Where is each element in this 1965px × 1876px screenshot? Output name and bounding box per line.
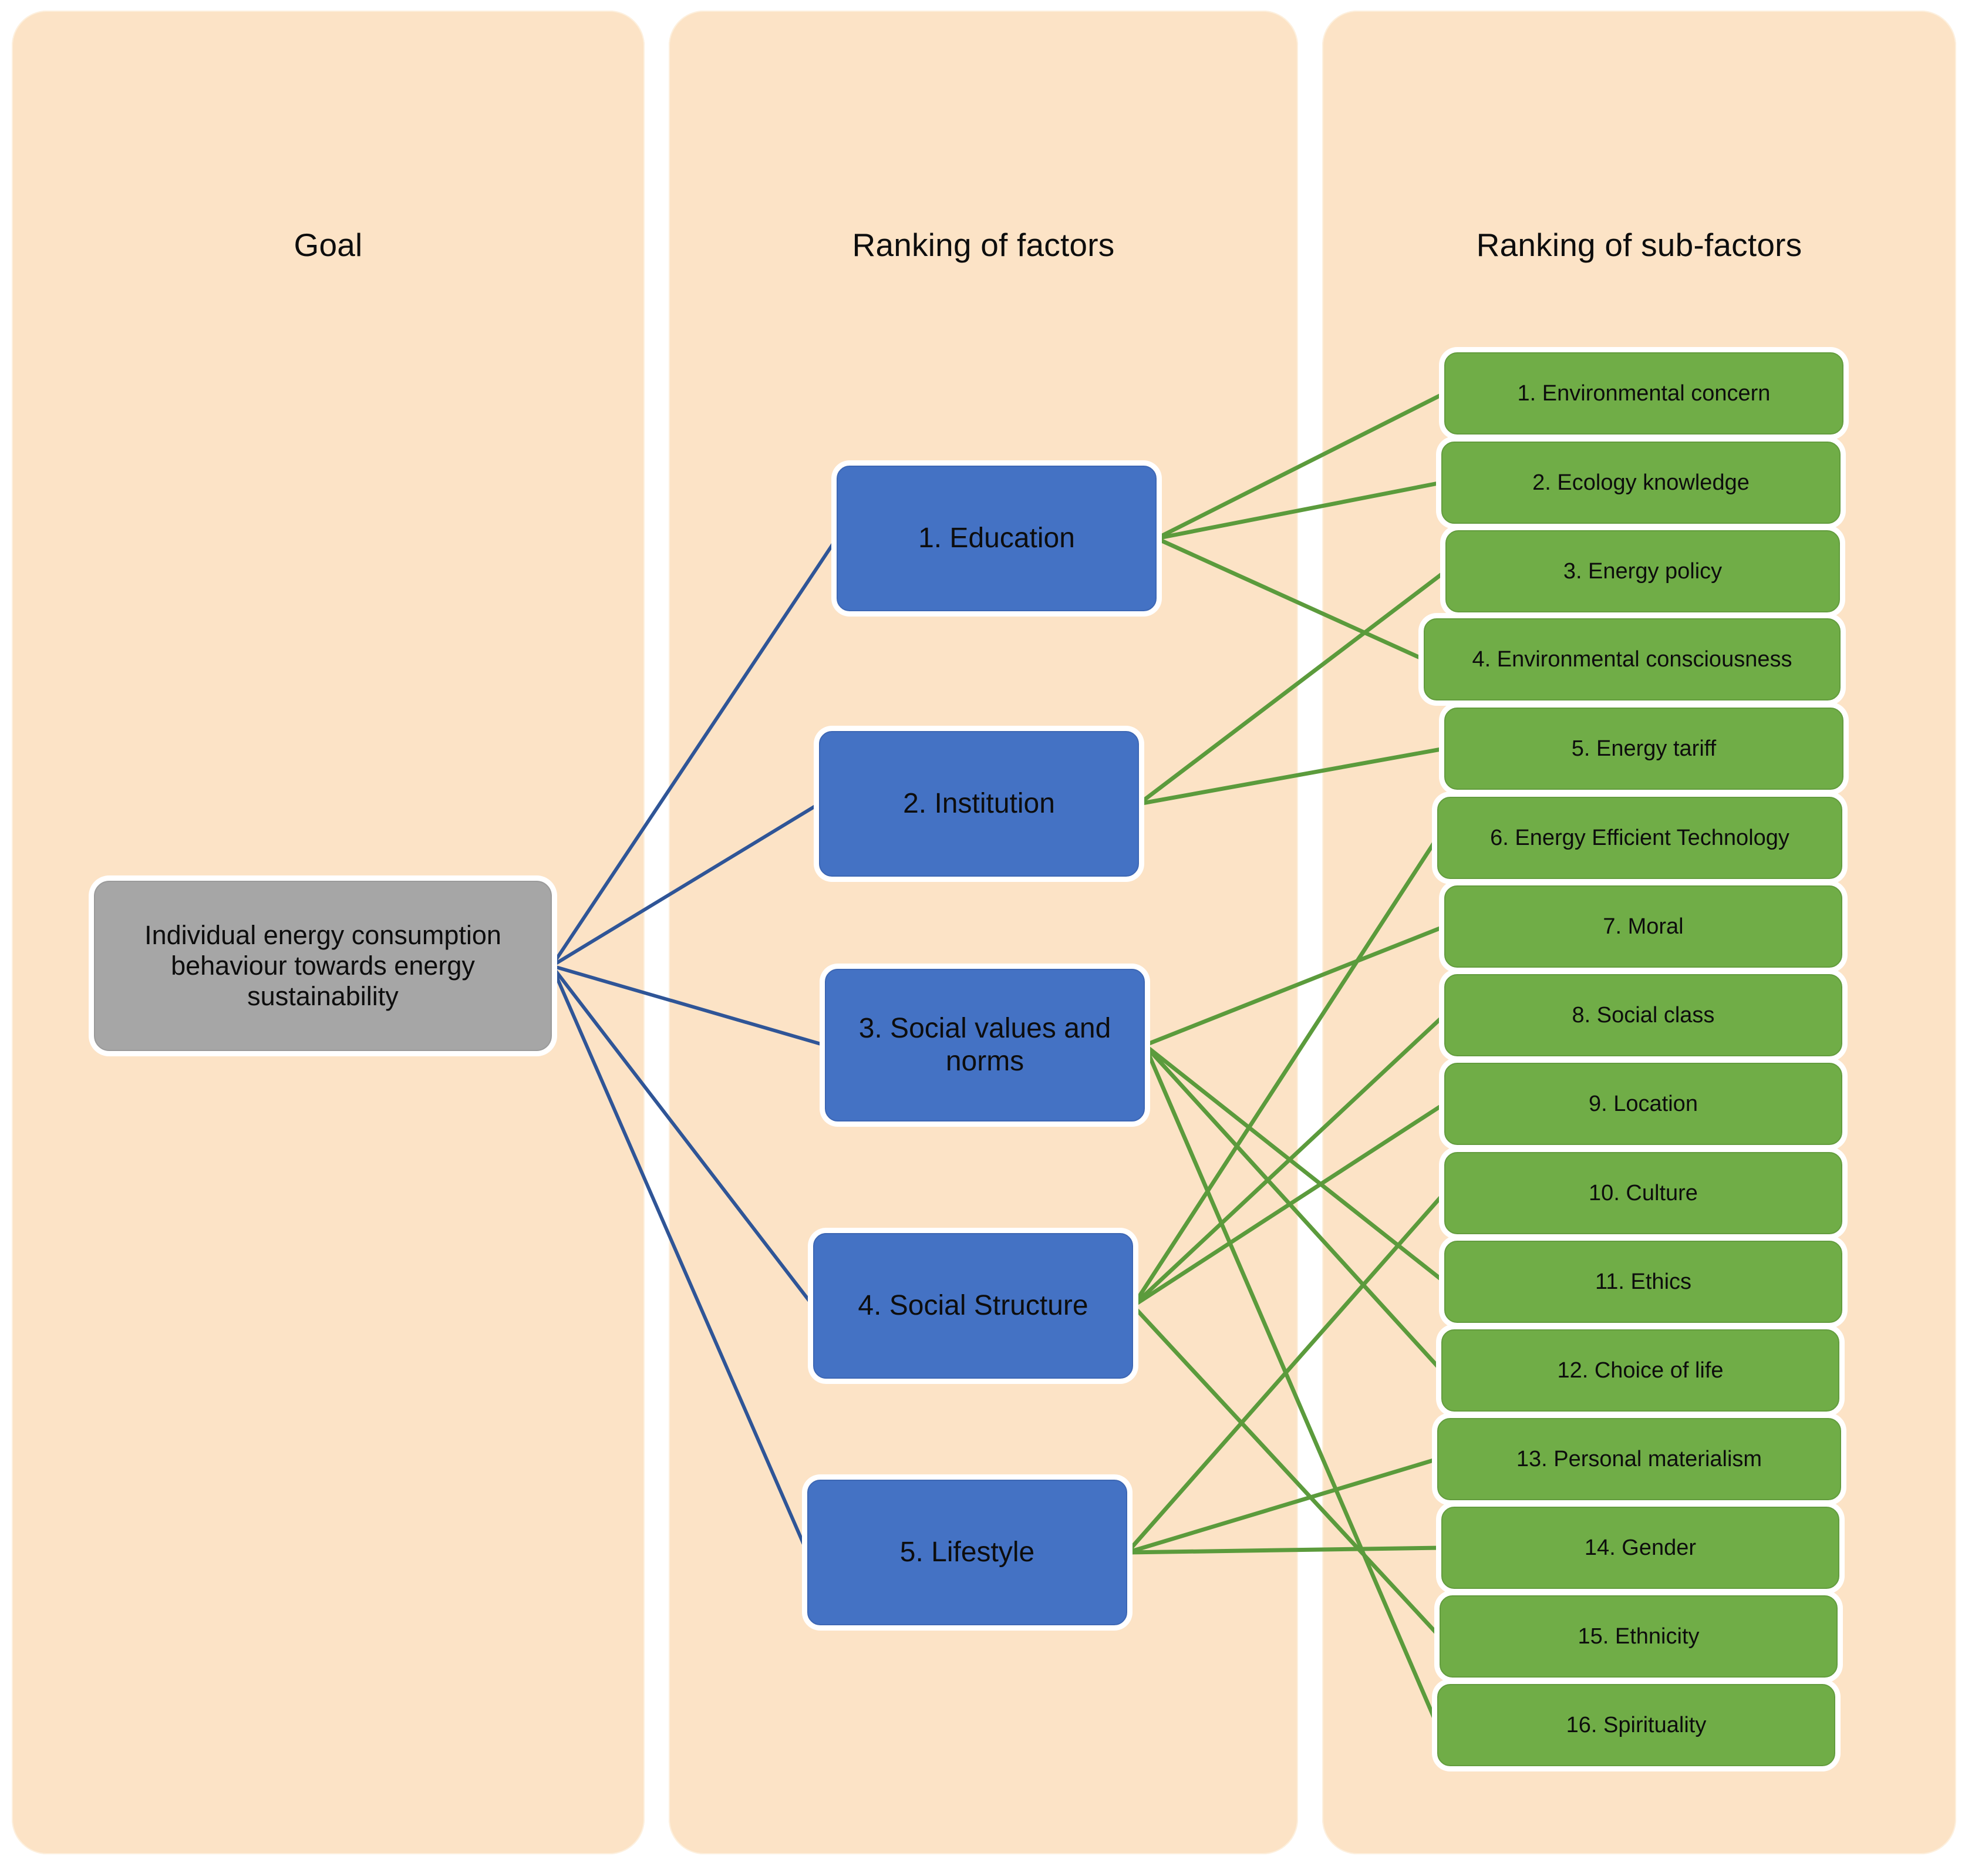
subfactor-node-ethics[interactable]: 11. Ethics: [1444, 1241, 1842, 1323]
factor-node-social-structure[interactable]: 4. Social Structure: [813, 1233, 1133, 1379]
subfactor-node-ethnicity[interactable]: 15. Ethnicity: [1440, 1595, 1838, 1678]
factor-node-social-values[interactable]: 3. Social values and norms: [825, 969, 1145, 1121]
subfactor-node-ecology-knowledge[interactable]: 2. Ecology knowledge: [1441, 442, 1841, 524]
goal-node[interactable]: Individual energy consumption behaviour …: [94, 881, 552, 1051]
panel-title-goal: Goal: [294, 227, 363, 263]
subfactor-node-environmental-consciousness[interactable]: 4. Environmental consciousness: [1424, 618, 1841, 700]
subfactor-node-gender[interactable]: 14. Gender: [1441, 1507, 1839, 1589]
factor-node-lifestyle[interactable]: 5. Lifestyle: [807, 1480, 1127, 1625]
panel-title-subfactors: Ranking of sub-factors: [1476, 227, 1802, 263]
subfactor-node-spirituality[interactable]: 16. Spirituality: [1437, 1684, 1835, 1766]
subfactor-node-moral[interactable]: 7. Moral: [1444, 885, 1842, 968]
subfactor-node-location[interactable]: 9. Location: [1444, 1063, 1842, 1145]
subfactor-node-choice-of-life[interactable]: 12. Choice of life: [1441, 1329, 1839, 1412]
subfactor-node-social-class[interactable]: 8. Social class: [1444, 974, 1842, 1056]
subfactor-node-energy-policy[interactable]: 3. Energy policy: [1445, 530, 1840, 612]
subfactor-node-energy-tariff[interactable]: 5. Energy tariff: [1444, 708, 1843, 790]
factor-node-education[interactable]: 1. Education: [837, 466, 1157, 611]
factor-node-institution[interactable]: 2. Institution: [819, 731, 1139, 877]
subfactor-node-culture[interactable]: 10. Culture: [1444, 1152, 1842, 1234]
subfactor-node-energy-efficient-technology[interactable]: 6. Energy Efficient Technology: [1437, 797, 1842, 879]
subfactor-node-personal-materialism[interactable]: 13. Personal materialism: [1437, 1418, 1841, 1500]
subfactor-node-environmental-concern[interactable]: 1. Environmental concern: [1444, 352, 1843, 435]
panel-title-factors: Ranking of factors: [852, 227, 1115, 263]
